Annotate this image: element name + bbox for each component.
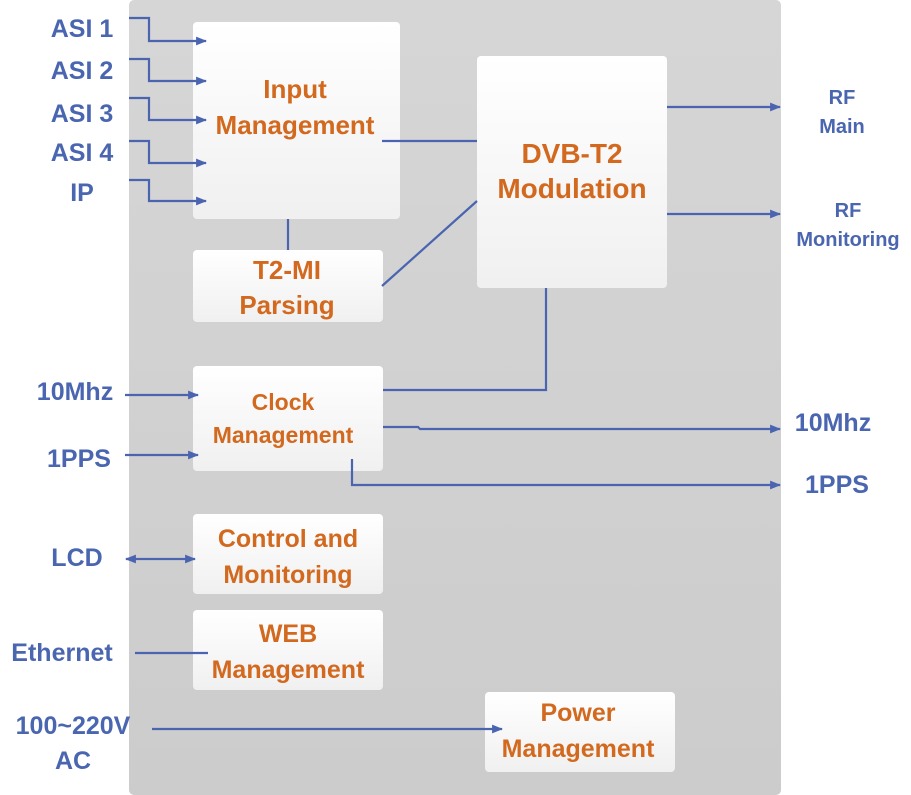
dvbt2-modulation-label-2: Modulation: [497, 173, 646, 204]
control-monitoring-block[interactable]: Control and Monitoring: [193, 514, 383, 594]
web-management-block[interactable]: WEB Management: [193, 610, 383, 690]
rf-main-label-1: RF: [829, 87, 856, 109]
asi1-wire: [129, 16, 208, 46]
asi1-label: ASI 1: [51, 15, 114, 43]
control-monitoring-label-2: Monitoring: [223, 561, 352, 589]
power-in-label-2: AC: [55, 747, 91, 775]
clock-to-modulation-wire: [383, 288, 548, 392]
power-management-label-1: Power: [540, 699, 615, 727]
asi4-wire: [129, 139, 208, 168]
ethernet-label: Ethernet: [11, 639, 113, 667]
dvbt2-modulation-block[interactable]: DVB-T2 Modulation: [477, 56, 667, 288]
power-management-label-2: Management: [502, 735, 655, 763]
10mhz-in-label: 10Mhz: [37, 378, 113, 406]
input-management-label-2: Management: [216, 110, 375, 140]
lcd-label: LCD: [51, 544, 102, 572]
asi4-label: ASI 4: [51, 139, 114, 167]
web-management-label-1: WEB: [259, 620, 317, 648]
t2mi-parsing-label-1: T2-MI: [253, 255, 321, 285]
ip-label: IP: [70, 179, 94, 207]
10mhz-out-label: 10Mhz: [795, 409, 871, 437]
power-in-label-1: 100~220V: [16, 712, 131, 740]
t2mi-parsing-label-2: Parsing: [239, 290, 334, 320]
clock-management-block[interactable]: Clock Management: [193, 366, 383, 471]
power-management-block[interactable]: Power Management: [485, 692, 675, 772]
asi3-wire: [129, 96, 208, 125]
clock-management-label-2: Management: [213, 422, 354, 448]
t2mi-to-modulation-wire: [381, 200, 478, 287]
ip-wire: [129, 178, 208, 206]
t2mi-parsing-block[interactable]: T2-MI Parsing: [193, 250, 383, 322]
rf-main-label-2: Main: [819, 116, 865, 138]
rf-monitoring-label-1: RF: [835, 200, 862, 222]
asi2-label: ASI 2: [51, 57, 114, 85]
1pps-in-label: 1PPS: [47, 445, 111, 473]
1pps-out-wire: [350, 459, 782, 490]
asi3-label: ASI 3: [51, 100, 114, 128]
clock-management-label-1: Clock: [252, 389, 315, 415]
control-monitoring-label-1: Control and: [218, 525, 358, 553]
rf-monitoring-label-2: Monitoring: [796, 229, 899, 251]
input-management-label-1: Input: [263, 74, 327, 104]
asi2-wire: [129, 57, 208, 86]
dvbt2-modulation-label-1: DVB-T2: [521, 138, 622, 169]
1pps-out-label: 1PPS: [805, 471, 869, 499]
10mhz-out-wire: [383, 424, 782, 434]
web-management-label-2: Management: [212, 656, 365, 684]
input-management-block[interactable]: Input Management: [193, 22, 400, 219]
